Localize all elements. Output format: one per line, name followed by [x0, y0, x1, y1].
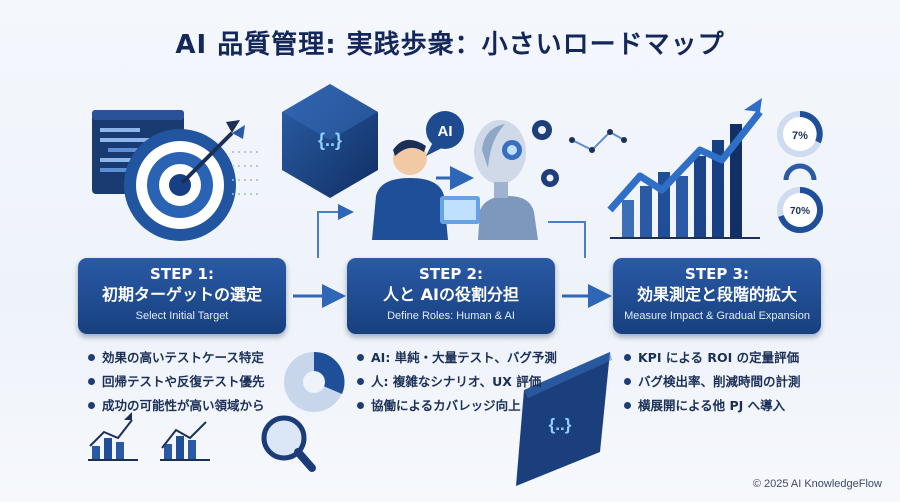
list-item: 回帰テストや反復テスト優先	[88, 374, 265, 389]
list-item: 成功の可能性が高い領域から	[88, 398, 265, 413]
dotted-lines	[232, 151, 262, 195]
step-1-card: STEP 1: 初期ターゲットの選定 Select Initial Target	[78, 258, 286, 334]
svg-text:{..}: {..}	[549, 415, 572, 434]
list-item: 人: 複雑なシナリオ、UX 評価	[357, 374, 557, 389]
step-2-title-en: Define Roles: Human & AI	[387, 310, 515, 322]
step-3-number: STEP 3:	[685, 265, 749, 283]
code-cube-glyph: {..}	[318, 130, 342, 150]
step-2-card: STEP 2: 人と AIの役割分担 Define Roles: Human &…	[347, 258, 555, 334]
gear-icon	[532, 120, 559, 187]
step-3-title-ja: 効果測定と段階的拡大	[636, 285, 797, 304]
svg-text:7%: 7%	[792, 130, 808, 142]
flow-arrow-1-2	[293, 204, 354, 308]
step-3-card: STEP 3: 効果測定と段階的拡大 Measure Impact & Grad…	[613, 258, 821, 334]
list-item: 効果の高いテストケース特定	[88, 350, 265, 365]
list-item: KPI による ROI の定量評価	[624, 350, 801, 365]
code-card-icon: {..}	[516, 352, 612, 486]
magnifier-icon	[261, 415, 316, 472]
code-cube-icon: {..}	[282, 84, 378, 198]
step-1-title-en: Select Initial Target	[135, 310, 229, 322]
gauge-icon: 7% 70%	[777, 111, 824, 233]
step-1-bullet-list: 効果の高いテストケース特定 回帰テストや反復テスト優先 成功の可能性が高い領域か…	[88, 350, 265, 422]
robot-icon	[474, 120, 538, 240]
line-chart-icon	[569, 129, 627, 153]
step-3-bullet-list: KPI による ROI の定量評価 バグ検出率、削減時間の計測 横展開による他 …	[624, 350, 801, 422]
flow-arrow-2-3	[548, 221, 612, 308]
step-2-bullet-list: AI: 単純・大量テスト、バグ予測 人: 複雑なシナリオ、UX 評価 協働による…	[357, 350, 557, 422]
step-2-number: STEP 2:	[419, 265, 483, 283]
person-laptop-icon	[372, 139, 480, 240]
step-1-title-ja: 初期ターゲットの選定	[101, 285, 262, 304]
ai-speech-bubble: AI	[426, 111, 464, 156]
svg-text:70%: 70%	[790, 206, 810, 217]
list-item: バグ検出率、削減時間の計測	[624, 374, 801, 389]
pie-chart-icon	[284, 351, 345, 412]
growth-chart-icon	[607, 98, 763, 239]
page-title: AI 品質管理: 実践歩衆：小さいロードマップ	[175, 30, 725, 60]
copyright-text: © 2025 AI KnowledgeFlow	[752, 478, 882, 490]
list-item: AI: 単純・大量テスト、バグ予測	[357, 350, 557, 365]
list-item: 横展開による他 PJ へ導入	[624, 398, 801, 413]
list-item: 協働によるカバレッジ向上	[357, 398, 557, 413]
step-3-title-en: Measure Impact & Gradual Expansion	[624, 310, 810, 322]
step-2-title-ja: 人と AIの役割分担	[383, 285, 519, 304]
target-icon	[124, 120, 245, 241]
svg-text:AI: AI	[438, 123, 453, 140]
step-1-number: STEP 1:	[150, 265, 214, 283]
bar-chart-icon	[88, 412, 210, 461]
